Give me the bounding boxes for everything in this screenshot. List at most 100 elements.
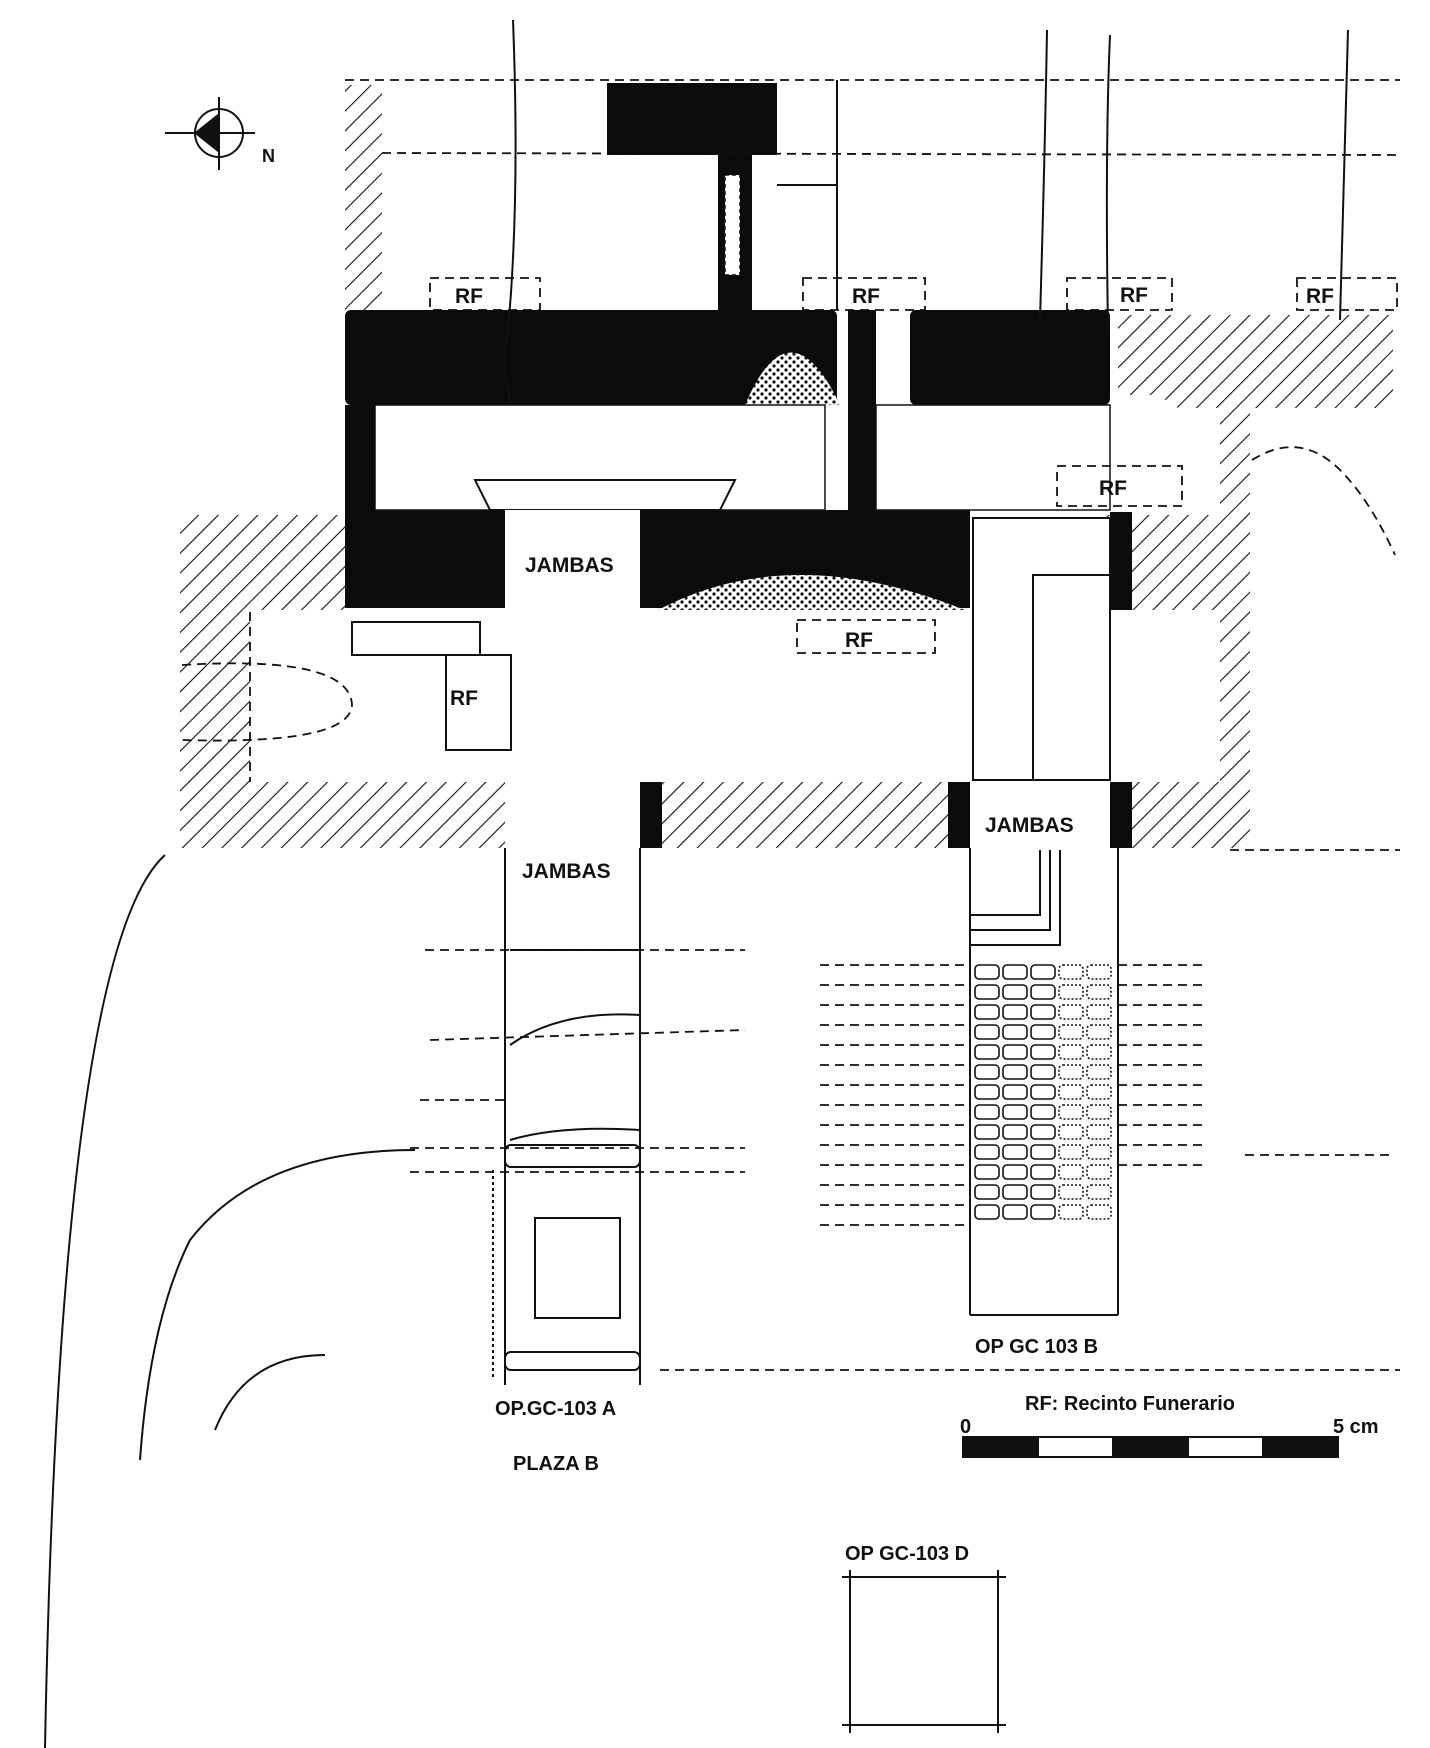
jambas-openings: [505, 510, 1111, 848]
stone: [1058, 1064, 1084, 1080]
op-b-label: OP GC 103 B: [975, 1336, 1098, 1358]
stone: [1002, 1004, 1028, 1020]
solid-walls: [345, 83, 1132, 848]
stone: [1058, 1004, 1084, 1020]
rf-label-5: RF: [1099, 477, 1127, 500]
stone: [1030, 1104, 1056, 1120]
stone: [1030, 1044, 1056, 1060]
stone: [1030, 1064, 1056, 1080]
scale-start-label: 0: [960, 1416, 971, 1438]
stone: [1086, 1044, 1112, 1060]
plaza-lines: [410, 949, 1205, 1226]
stone: [1030, 1204, 1056, 1220]
stone: [974, 1084, 1000, 1100]
stone: [1086, 1024, 1112, 1040]
stone: [1086, 1164, 1112, 1180]
stone: [1030, 1004, 1056, 1020]
stone: [1058, 1204, 1084, 1220]
stone: [1058, 1044, 1084, 1060]
stone: [974, 1184, 1000, 1200]
stone: [1002, 1024, 1028, 1040]
stone: [1086, 1004, 1112, 1020]
corridor-b: [969, 848, 1119, 1316]
stone: [1086, 964, 1112, 980]
stone: [1086, 1104, 1112, 1120]
stone: [1030, 984, 1056, 1000]
scale-segment: [1187, 1436, 1264, 1458]
stone: [1086, 1204, 1112, 1220]
stone: [1002, 1144, 1028, 1160]
stone: [1030, 1024, 1056, 1040]
stone: [1058, 984, 1084, 1000]
contour-lines: [44, 854, 416, 1748]
stone: [1058, 1104, 1084, 1120]
stone: [974, 1064, 1000, 1080]
stone: [974, 1144, 1000, 1160]
stone: [1030, 1144, 1056, 1160]
rf-label-4: RF: [1306, 285, 1334, 308]
stone: [1002, 1164, 1028, 1180]
scale-segment: [1262, 1436, 1339, 1458]
scale-segment: [1037, 1436, 1114, 1458]
stone: [1002, 1084, 1028, 1100]
stone: [1030, 1164, 1056, 1180]
stone: [974, 1044, 1000, 1060]
plaza-label: PLAZA B: [513, 1453, 599, 1475]
stone: [1058, 1184, 1084, 1200]
stone: [1002, 1204, 1028, 1220]
stone: [1002, 1064, 1028, 1080]
scale-segment: [962, 1436, 1039, 1458]
stone: [974, 1164, 1000, 1180]
stone: [1002, 1104, 1028, 1120]
stone: [1058, 1164, 1084, 1180]
stone: [1030, 1184, 1056, 1200]
jambas-label-1: JAMBAS: [525, 554, 614, 577]
rf-boxes: [351, 277, 1398, 751]
stone: [1086, 1184, 1112, 1200]
stone: [974, 984, 1000, 1000]
stone: [1058, 1084, 1084, 1100]
stone: [974, 1004, 1000, 1020]
stone: [1086, 1064, 1112, 1080]
jambas-label-2: JAMBAS: [522, 860, 611, 883]
north-label: N: [262, 146, 275, 166]
stone: [1086, 1124, 1112, 1140]
legend: RF: Recinto Funerario 0 5 cm: [960, 1393, 1379, 1458]
rf-label-1: RF: [455, 285, 483, 308]
rf-label-6: RF: [845, 629, 873, 652]
stone: [1030, 1124, 1056, 1140]
stone: [1002, 984, 1028, 1000]
stone: [974, 1124, 1000, 1140]
legend-text: RF: Recinto Funerario: [1025, 1393, 1235, 1415]
stone: [1086, 1084, 1112, 1100]
op-d-label: OP GC-103 D: [845, 1543, 969, 1565]
op-d-square: [842, 1570, 1006, 1733]
scale-bar: [962, 1436, 1339, 1458]
stone: [1030, 1084, 1056, 1100]
stone: [1058, 964, 1084, 980]
scale-end-label: 5 cm: [1333, 1416, 1379, 1438]
rf-label-3: RF: [1120, 284, 1148, 307]
stone: [1002, 1124, 1028, 1140]
op-a-label: OP.GC-103 A: [495, 1398, 616, 1420]
stone: [1086, 1144, 1112, 1160]
stone: [1058, 1144, 1084, 1160]
jambas-label-3: JAMBAS: [985, 814, 1074, 837]
rf-label-7: RF: [450, 687, 478, 710]
corridor-a: [492, 848, 641, 1385]
stone: [1058, 1024, 1084, 1040]
stone: [1002, 1044, 1028, 1060]
stone: [974, 1204, 1000, 1220]
stone: [1058, 1124, 1084, 1140]
stone: [1030, 964, 1056, 980]
stone: [974, 964, 1000, 980]
excavation-limits: [181, 79, 1401, 1371]
scale-segment: [1112, 1436, 1189, 1458]
stone: [1086, 984, 1112, 1000]
rf-label-2: RF: [852, 285, 880, 308]
stone: [1002, 1184, 1028, 1200]
north-arrow-icon: N: [165, 97, 275, 170]
stone: [1002, 964, 1028, 980]
stone: [974, 1024, 1000, 1040]
